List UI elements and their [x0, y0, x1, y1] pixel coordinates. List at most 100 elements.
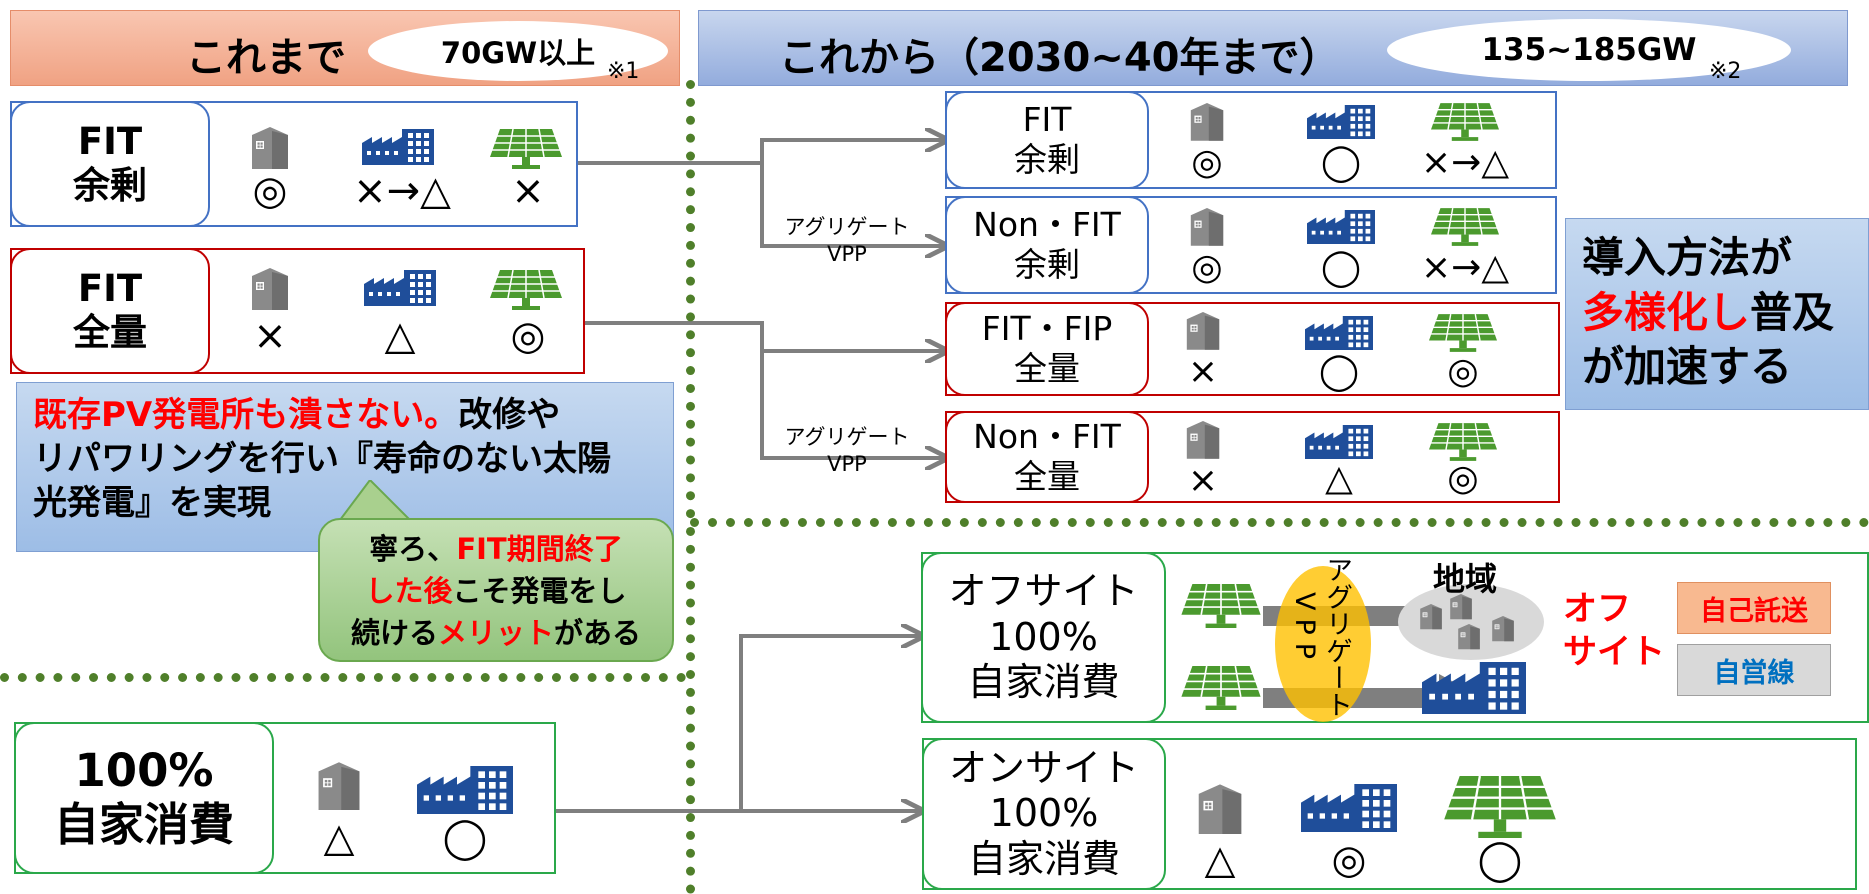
capacity-past-value: 70GW以上 — [440, 36, 596, 70]
factory-symbol: △ — [384, 313, 416, 359]
header-past: これまで 70GW以上 ※1 — [10, 10, 680, 86]
offsite-red-label: オフサイト — [1563, 589, 1665, 672]
house-icon — [1419, 602, 1443, 630]
house-symbol: ◎ — [1191, 247, 1223, 288]
label-line1: FIT — [77, 266, 143, 310]
private-line-tag: 自営線 — [1677, 644, 1831, 696]
vpp-ellipse — [1275, 566, 1371, 722]
solar-symbol: ◎ — [1447, 458, 1479, 499]
factory-symbol: ◯ — [1318, 351, 1360, 392]
factory-symbol: ◎ — [1331, 837, 1367, 883]
factory-icon — [364, 270, 436, 306]
solar-panel-icon — [1181, 666, 1261, 710]
solar-panel-icon — [1444, 776, 1556, 838]
house-icon — [1491, 614, 1515, 642]
capacity-past-badge: 70GW以上 — [368, 21, 668, 81]
solar-symbol: × — [511, 168, 545, 214]
vpp-vertical-text: アグリゲート — [1321, 556, 1352, 718]
note-line2: リパワリングを行い『寿命のない太陽 — [33, 439, 611, 480]
house-icon — [316, 760, 362, 810]
capacity-future-value: 135~185GW — [1481, 32, 1697, 68]
solar-panel-icon — [490, 129, 562, 169]
house-icon — [250, 266, 290, 310]
solar-panel-icon — [490, 270, 562, 310]
diversify-note: 導入方法が 多様化し普及 が加速する — [1565, 218, 1869, 410]
house-icon — [1189, 101, 1225, 141]
label-line1: FIT — [77, 119, 143, 163]
header-future: これから（2030~40年まで） 135~185GW ※2 — [698, 10, 1848, 86]
house-icon — [1449, 592, 1473, 620]
house-icon — [1189, 206, 1225, 246]
note-line1: 既存PV発電所も潰さない。改修や — [33, 395, 561, 435]
region-label: 地域 — [1433, 560, 1498, 598]
past-fit-full-row: FIT 全量 × △ ◎ — [10, 248, 585, 374]
past-fit-surplus-row: FIT 余剰 ◎ ×→△ × — [10, 101, 578, 227]
factory-symbol: ◯ — [1320, 142, 1362, 183]
past-self-consumption-label: 100%自家消費 — [14, 722, 274, 874]
house-symbol: × — [1187, 460, 1219, 501]
solar-panel-icon — [1181, 584, 1261, 628]
vpp-side-text: VPP — [1289, 592, 1320, 668]
existing-pv-note: 既存PV発電所も潰さない。改修や リパワリングを行い『寿命のない太陽 光発電』を… — [16, 382, 674, 552]
house-icon — [250, 125, 290, 169]
solar-panel-icon — [1429, 423, 1497, 461]
house-icon — [1457, 622, 1481, 650]
factory-icon — [406, 766, 524, 814]
solar-panel-icon — [1431, 103, 1499, 141]
solar-panel-icon — [1431, 208, 1499, 246]
header-past-title: これまで — [186, 35, 346, 81]
house-symbol: × — [1187, 351, 1219, 392]
factory-symbol: ◯ — [442, 815, 488, 861]
solar-symbol: ◯ — [1477, 837, 1523, 883]
past-fit-full-label: FIT 全量 — [10, 248, 210, 374]
solar-symbol: ×→△ — [1420, 247, 1509, 288]
note-line3: 光発電』を実現 — [33, 483, 271, 524]
factory-icon — [1305, 425, 1373, 459]
factory-icon — [1419, 662, 1529, 714]
solar-symbol: ◎ — [1447, 351, 1479, 392]
factory-icon — [1307, 210, 1375, 244]
label-line2: 余剰 — [73, 164, 147, 207]
factory-icon — [1305, 316, 1373, 350]
house-symbol: ◎ — [252, 168, 288, 214]
label-line2: 全量 — [73, 311, 147, 354]
house-symbol: △ — [1204, 837, 1236, 883]
house-icon — [1196, 782, 1244, 834]
house-symbol: × — [253, 313, 287, 359]
factory-symbol: ×→△ — [353, 168, 451, 214]
header-future-note: ※2 — [1709, 59, 1742, 84]
factory-symbol: △ — [1325, 458, 1353, 499]
house-symbol: ◎ — [1191, 142, 1223, 183]
factory-icon — [1290, 784, 1408, 832]
vertical-divider — [686, 80, 695, 894]
header-future-title: これから（2030~40年まで） — [779, 35, 1340, 81]
self-wheeling-tag: 自己託送 — [1677, 582, 1831, 634]
solar-panel-icon — [1429, 314, 1497, 352]
factory-icon — [1307, 105, 1375, 139]
past-self-consumption-row: 100%自家消費 △ ◯ — [14, 722, 556, 874]
house-icon — [1185, 419, 1221, 459]
solar-symbol: ×→△ — [1420, 142, 1509, 183]
header-past-note: ※1 — [607, 59, 640, 84]
callout-merit: 寧ろ、FIT期間終了 した後こそ発電をし 続けるメリットがある — [318, 518, 674, 662]
factory-symbol: ◯ — [1320, 247, 1362, 288]
left-divider — [0, 673, 686, 682]
capacity-future-badge: 135~185GW — [1387, 19, 1791, 81]
solar-symbol: ◎ — [510, 313, 546, 359]
right-divider — [690, 518, 1869, 527]
